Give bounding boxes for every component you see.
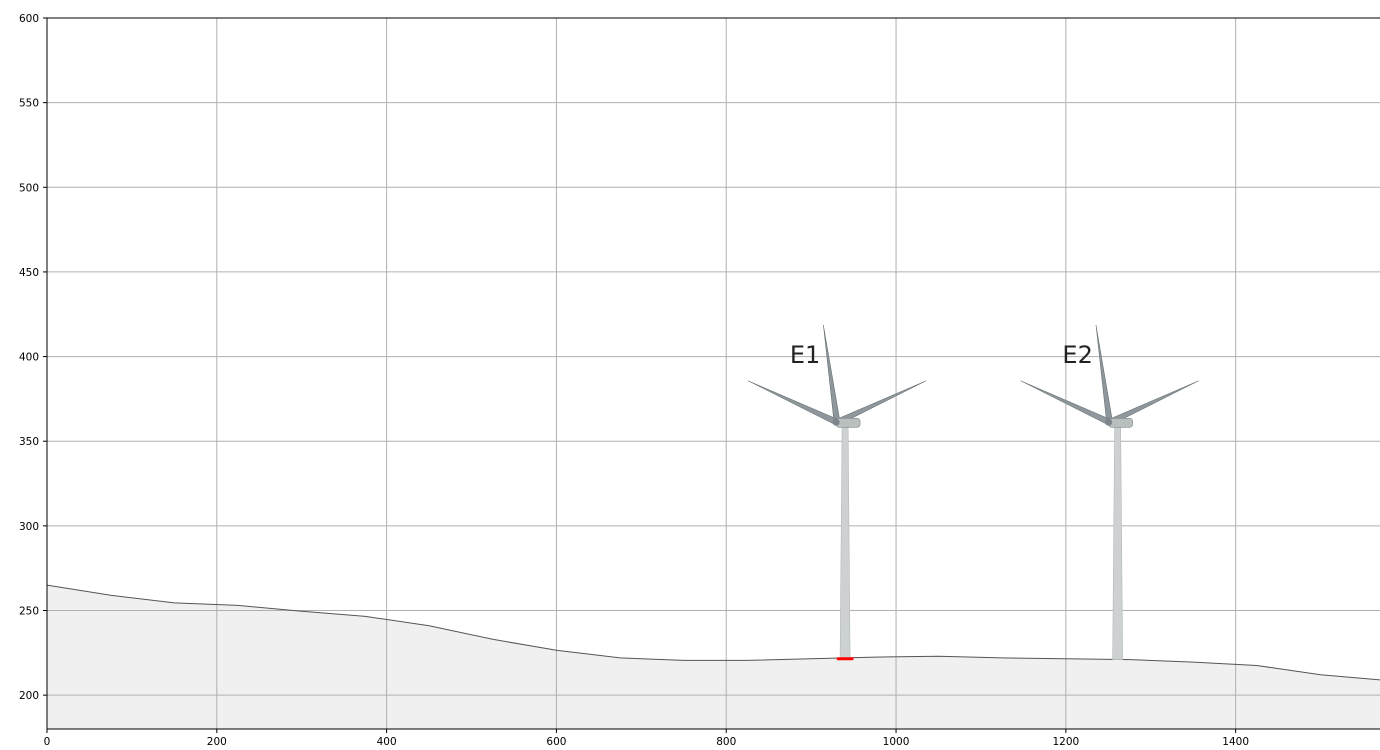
x-tick-label: 400 [377,736,397,748]
turbine-label-e1: E1 [790,341,820,369]
turbine-label-e2: E2 [1062,341,1092,369]
turbine-tower [839,425,851,660]
turbine-e2: E2 [1020,325,1199,660]
y-tick-label: 400 [19,352,39,364]
x-tick-label: 1000 [883,736,910,748]
y-tick-label: 250 [19,606,39,618]
y-tick-label: 300 [19,521,39,533]
y-tick-label: 550 [19,98,39,110]
y-tick-label: 450 [19,267,39,279]
y-tick-label: 500 [19,182,39,194]
terrain-line [46,584,1380,681]
turbine-tower [1112,425,1123,660]
turbine-blade [747,380,839,426]
turbine-nacelle [1108,417,1133,428]
y-tick-label: 600 [19,13,39,25]
turbine-blade [823,325,841,423]
x-tick-label: 600 [546,736,566,748]
x-tick-label: 0 [44,736,51,748]
y-tick-label: 200 [19,690,39,702]
turbine-hub [832,418,840,426]
turbine-blade [1095,325,1113,423]
x-tick-label: 200 [207,736,227,748]
terrain-area [47,585,1380,729]
x-tick-label: 1400 [1222,736,1249,748]
turbine-hub [1105,418,1113,426]
x-tick-label: 800 [716,736,736,748]
turbine-nacelle [835,417,861,428]
turbine-e1: E1 [747,325,927,660]
y-tick-label: 350 [19,436,39,448]
x-tick-label: 1200 [1052,736,1079,748]
